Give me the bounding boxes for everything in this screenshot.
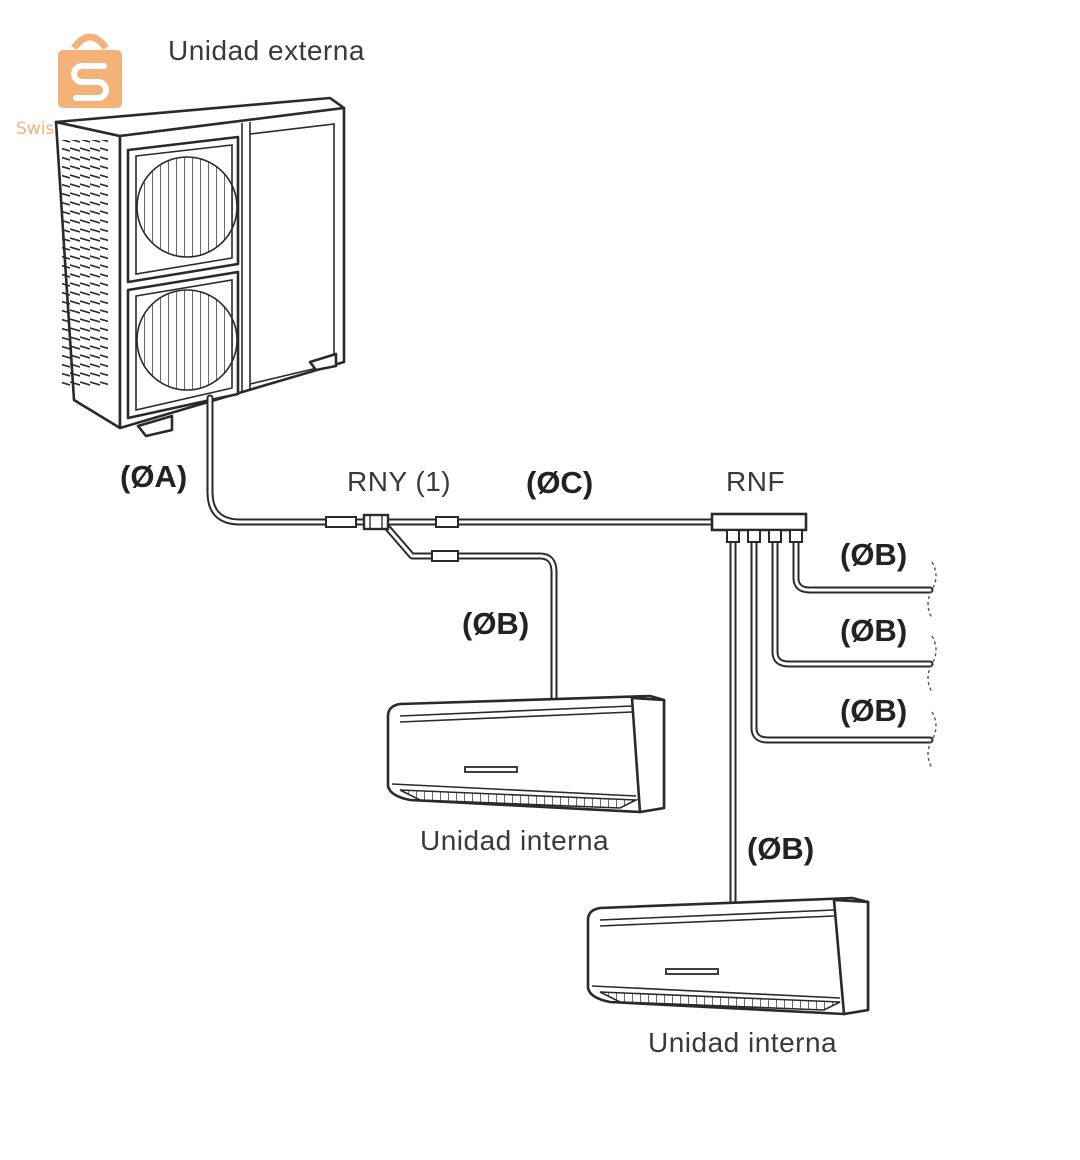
pipe-b-indoor1-label: (ØB) (462, 606, 529, 641)
pipe-break-marks (927, 561, 937, 769)
outdoor-unit-label: Unidad externa (168, 35, 365, 66)
indoor-unit-1-label: Unidad interna (420, 825, 609, 856)
rny-branch-joint (362, 513, 390, 531)
outdoor-unit-illustration (54, 96, 346, 438)
watermark-logo (58, 33, 122, 108)
pipe-c-label: (ØC) (526, 465, 593, 500)
pipe-b-indoor2-label: (ØB) (747, 831, 814, 866)
pipe-fittings (325, 516, 459, 562)
rnf-header (710, 512, 808, 543)
pipe-a-label: (ØA) (120, 459, 187, 494)
indoor-unit-2-label: Unidad interna (648, 1027, 837, 1058)
pipe-b-outlet1-label: (ØB) (840, 537, 907, 572)
rnf-header-label: RNF (726, 466, 785, 497)
pipe-b-outlet2-label: (ØB) (840, 613, 907, 648)
rny-branch-label: RNY (1) (347, 466, 451, 497)
indoor-unit-2-illustration (586, 896, 870, 1016)
pipe-b-outlet3-label: (ØB) (840, 693, 907, 728)
pipework (206, 394, 934, 908)
indoor-unit-1-illustration (386, 694, 666, 814)
